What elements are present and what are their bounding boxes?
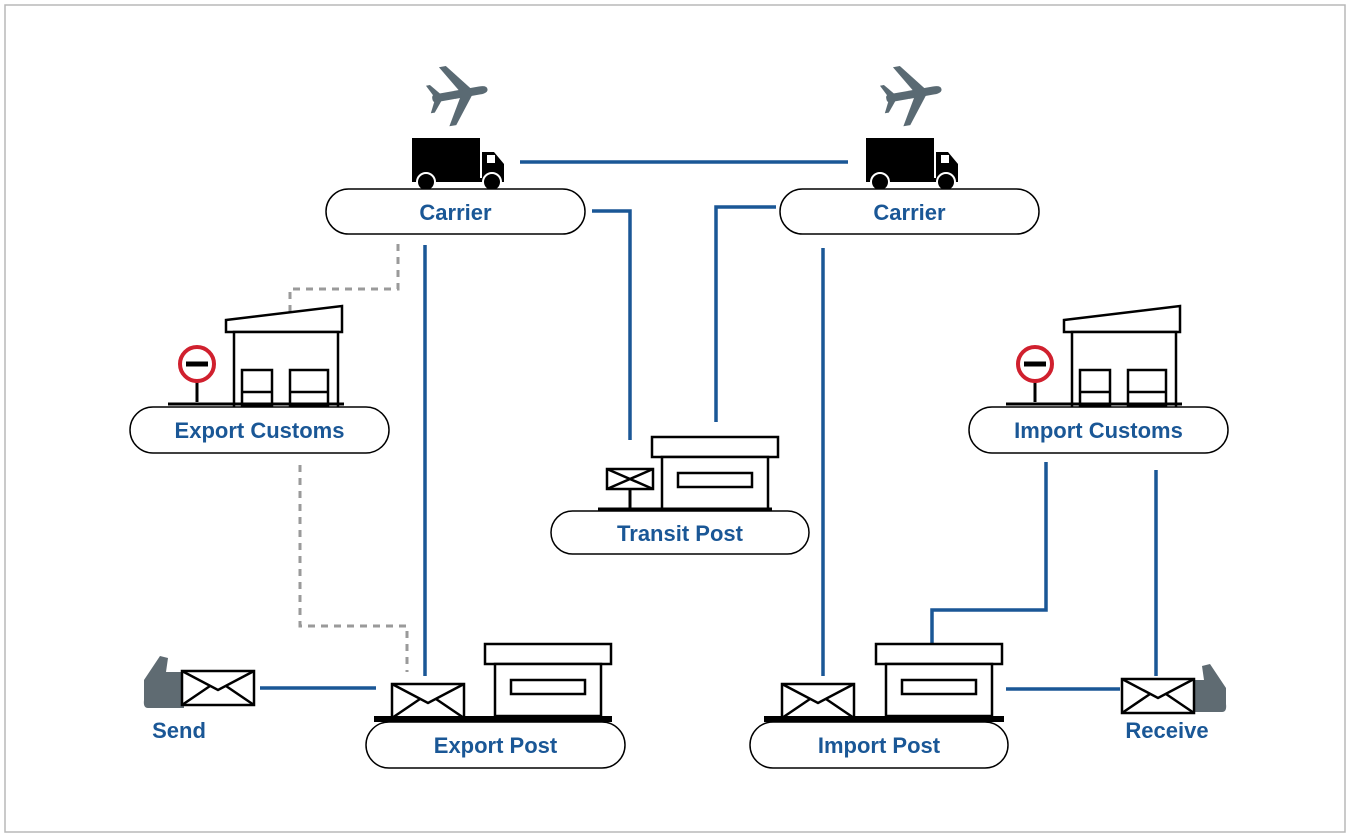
hand-icon bbox=[143, 656, 184, 708]
import-customs-label: Import Customs bbox=[1014, 418, 1183, 443]
mailbox-icon bbox=[605, 467, 655, 509]
carrier-right-to-transit-line bbox=[714, 205, 776, 422]
export-post-label: Export Post bbox=[434, 733, 558, 758]
envelope-icon bbox=[180, 669, 256, 707]
platform-base bbox=[374, 716, 612, 722]
carrier-left-label: Carrier bbox=[419, 200, 492, 225]
platform-base bbox=[764, 716, 1004, 722]
connector-lines bbox=[260, 160, 1158, 691]
export-customs-label: Export Customs bbox=[175, 418, 345, 443]
carrier-right-label: Carrier bbox=[873, 200, 946, 225]
carrier-left-node: Carrier bbox=[325, 188, 586, 235]
envelope-icon bbox=[390, 682, 466, 720]
customs-dashed-lines bbox=[288, 244, 409, 672]
carrier-right-node: Carrier bbox=[779, 188, 1040, 235]
export-customs-to-export-post-dashed bbox=[298, 465, 409, 672]
hand-icon bbox=[1186, 664, 1227, 712]
receive-label: Receive bbox=[1125, 718, 1208, 743]
export-customs-node: Export Customs bbox=[129, 406, 390, 454]
transit-post-label: Transit Post bbox=[617, 521, 744, 546]
import-post-label: Import Post bbox=[818, 733, 941, 758]
transit-post-node: Transit Post bbox=[550, 510, 810, 555]
envelope-icon bbox=[780, 682, 856, 720]
send-label: Send bbox=[152, 718, 206, 743]
carrier-left-to-transit-line bbox=[592, 209, 632, 440]
envelope-icon bbox=[1120, 677, 1196, 715]
post-office-icon bbox=[483, 642, 613, 718]
import-customs-node: Import Customs bbox=[968, 406, 1229, 454]
export-post-node: Export Post bbox=[365, 721, 626, 769]
post-office-icon bbox=[874, 642, 1004, 718]
customs-building-icon bbox=[224, 304, 344, 418]
import-post-node: Import Post bbox=[749, 721, 1009, 769]
customs-building-icon bbox=[1062, 304, 1182, 418]
post-office-icon bbox=[650, 435, 780, 511]
import-customs-to-import-post-line bbox=[930, 462, 1048, 648]
